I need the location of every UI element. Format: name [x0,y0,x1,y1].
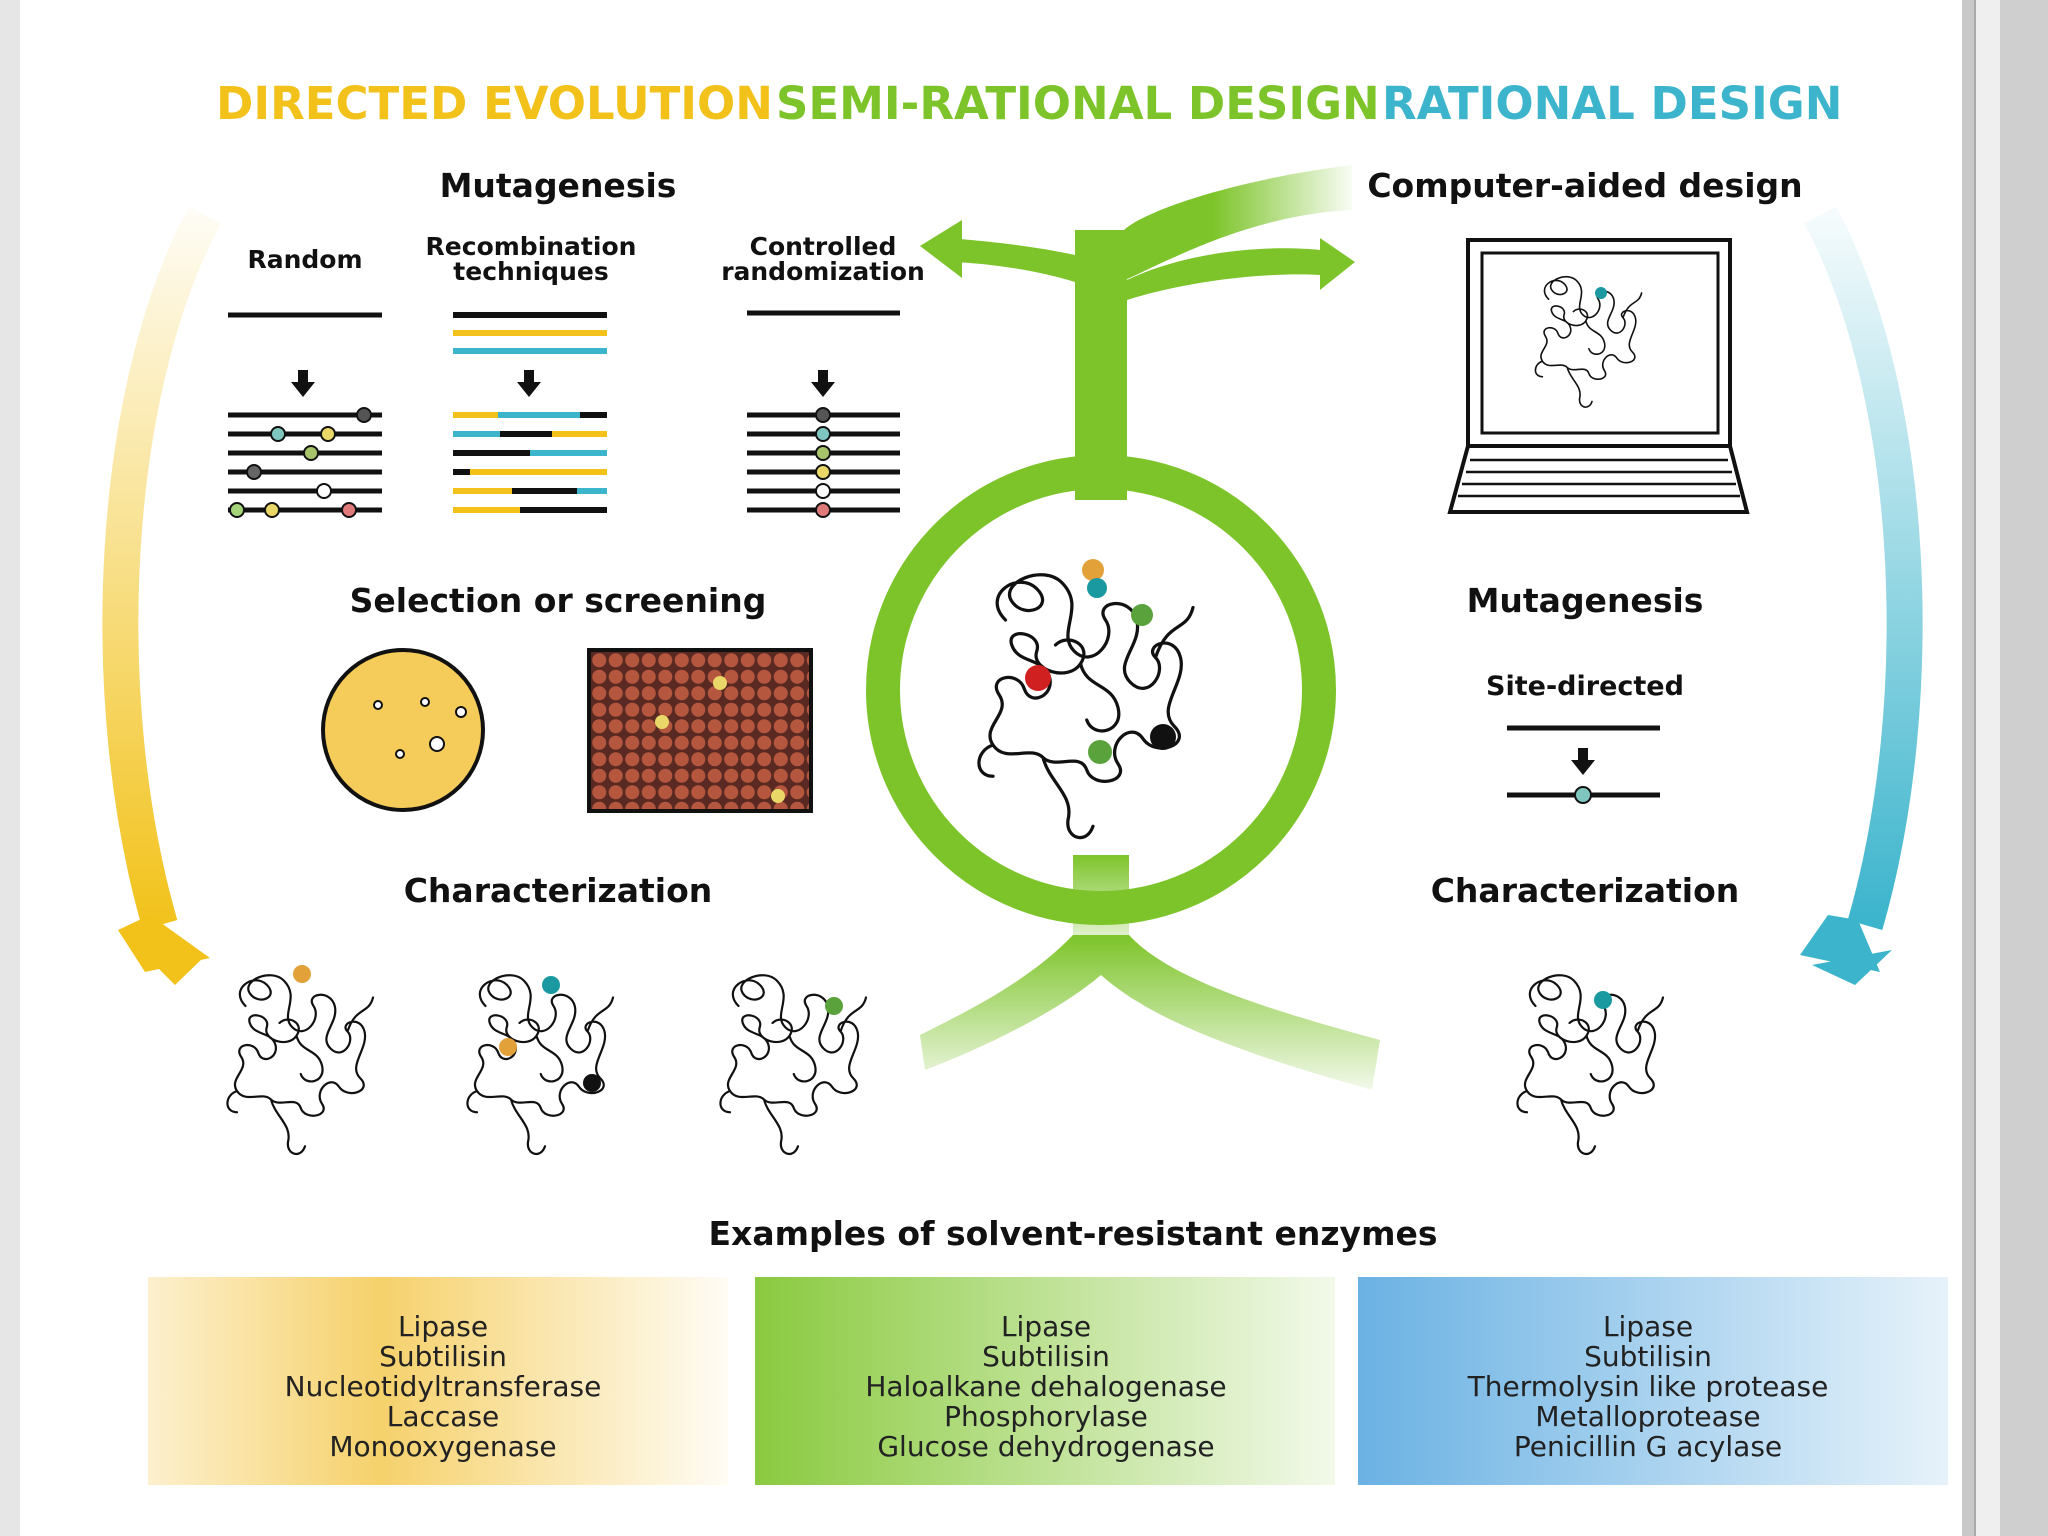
enzyme-item: Laccase [387,1400,500,1433]
semi-rational-design-header: SEMI-RATIONAL DESIGN [776,77,1380,130]
rational-design-header: RATIONAL DESIGN [1382,77,1842,130]
rational-design-arrow-icon [1800,206,1923,985]
controlled-label-line2: randomization [721,257,925,286]
random-mutation-dots [229,407,372,518]
enzyme-item: Thermolysin like protease [1467,1370,1829,1403]
protein-structure-icon [466,974,615,1156]
protein-structure-icon [1516,974,1665,1156]
enzyme-item: Lipase [398,1310,488,1343]
protein-structure-icon [226,965,375,1156]
rational-design-examples-band [1358,1277,1948,1485]
protein-structure-icon [719,974,868,1156]
characterization-title-right: Characterization [1431,871,1740,910]
computer-aided-design-title: Computer-aided design [1367,166,1802,205]
arrow-down-icon [291,370,315,397]
enzyme-item: Monooxygenase [329,1430,556,1463]
recombination-diagram [453,312,607,513]
recombination-label-line2: techniques [453,257,608,286]
enzyme-item: Lipase [1603,1310,1693,1343]
enzyme-item: Lipase [1001,1310,1091,1343]
mutagenesis-title-left: Mutagenesis [440,166,677,205]
enzyme-item: Glucose dehydrogenase [877,1430,1214,1463]
enzyme-item: Subtilisin [1584,1340,1712,1373]
recombination-label-line1: Recombination [426,232,637,261]
scrollbar-track[interactable] [1974,0,2000,1536]
petri-dish-icon [321,648,485,812]
right-window-border [1962,0,1974,1536]
directed-evolution-arrow-icon [102,206,221,985]
enzyme-item: Penicillin G acylase [1514,1430,1782,1463]
controlled-mutation-dots [815,407,831,518]
right-window-edge [2000,0,2048,1536]
site-directed-label: Site-directed [1486,671,1684,702]
arrow-down-icon [811,370,835,397]
characterization-title-left: Characterization [404,871,713,910]
enzyme-item: Nucleotidyltransferase [285,1370,602,1403]
enzyme-item: Subtilisin [982,1340,1110,1373]
well-plate-icon [587,648,813,813]
directed-evolution-examples-band [148,1277,728,1485]
random-label: Random [247,245,362,274]
laptop-icon [1447,238,1750,514]
central-protein-structure-icon [977,559,1195,840]
enzyme-item: Phosphorylase [944,1400,1148,1433]
selection-screening-title: Selection or screening [350,581,767,620]
semi-rational-examples-band [755,1277,1335,1485]
directed-evolution-enzyme-list: Lipase Subtilisin Nucleotidyltransferase… [285,1310,602,1463]
site-directed-diagram [1507,725,1660,804]
enzyme-item: Subtilisin [379,1340,507,1373]
mutagenesis-title-right: Mutagenesis [1467,581,1704,620]
rational-design-enzyme-list: Lipase Subtilisin Thermolysin like prote… [1467,1310,1829,1463]
enzyme-item: Metalloprotease [1535,1400,1760,1433]
semi-rational-connector [866,165,1380,1090]
controlled-label-line1: Controlled [750,232,897,261]
examples-title: Examples of solvent-resistant enzymes [709,1214,1438,1253]
semi-rational-enzyme-list: Lipase Subtilisin Haloalkane dehalogenas… [865,1310,1226,1463]
enzyme-item: Haloalkane dehalogenase [865,1370,1226,1403]
directed-evolution-header: DIRECTED EVOLUTION [216,77,773,130]
arrow-down-icon [517,370,541,397]
